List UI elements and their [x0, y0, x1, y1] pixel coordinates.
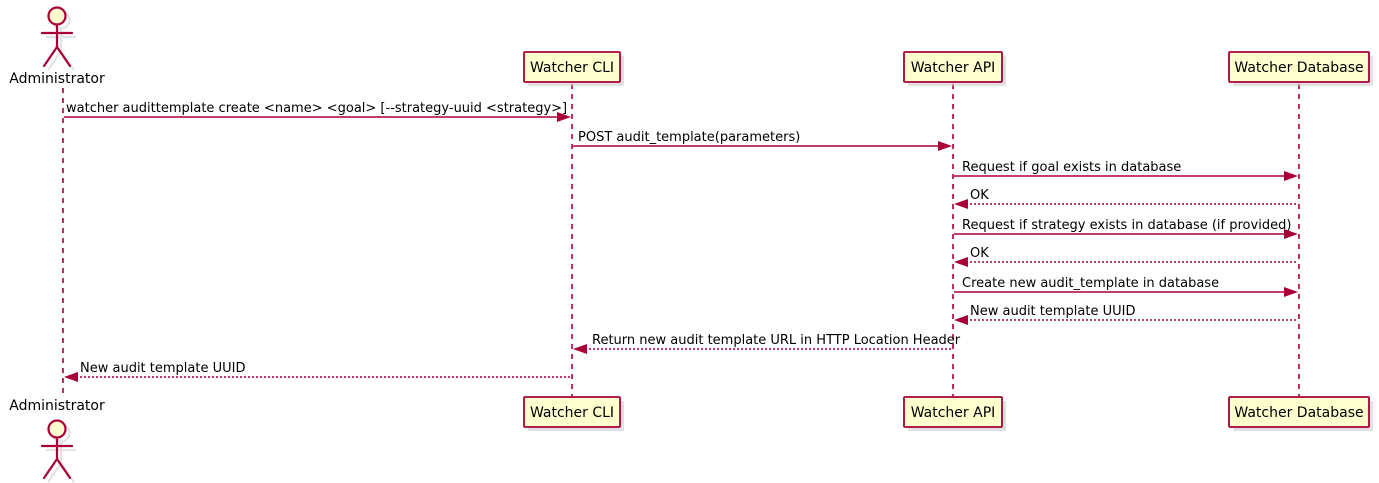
actor-label-bottom: Administrator	[9, 398, 105, 414]
message-label-1: watcher audittemplate create <name> <goa…	[66, 101, 567, 116]
participant-label-cli-top: Watcher CLI	[530, 60, 614, 76]
participant-label-db-bottom: Watcher Database	[1234, 405, 1363, 421]
message-label-3: Request if goal exists in database	[962, 160, 1181, 175]
message-8[interactable]: New audit template UUID	[954, 304, 1298, 325]
participant-box-db-top[interactable]: Watcher Database	[1228, 51, 1373, 86]
actor-leg-left	[42, 45, 59, 68]
message-7[interactable]: Create new audit_template in database	[954, 276, 1298, 297]
participant-label-cli-bottom: Watcher CLI	[530, 405, 614, 421]
message-label-4: OK	[970, 188, 989, 203]
message-label-2: POST audit_template(parameters)	[578, 130, 800, 145]
message-3[interactable]: Request if goal exists in database	[954, 160, 1298, 181]
participant-label-db-top: Watcher Database	[1234, 60, 1363, 76]
actor-administrator-top: Administrator	[9, 6, 105, 87]
actor-leg-right-bottom	[55, 457, 72, 480]
message-label-6: OK	[970, 246, 989, 261]
participant-box-cli-top[interactable]: Watcher CLI	[523, 51, 624, 86]
participant-box-api-top[interactable]: Watcher API	[903, 51, 1006, 86]
message-6[interactable]: OK	[954, 246, 1298, 267]
actor-head-icon	[47, 6, 67, 26]
message-label-8: New audit template UUID	[970, 304, 1135, 319]
message-5[interactable]: Request if strategy exists in database (…	[954, 218, 1298, 239]
message-2[interactable]: POST audit_template(parameters)	[573, 130, 952, 151]
participant-label-api-bottom: Watcher API	[911, 405, 996, 421]
participant-box-api-bottom[interactable]: Watcher API	[903, 396, 1006, 431]
actor-leg-right	[55, 45, 72, 68]
message-4[interactable]: OK	[954, 188, 1298, 209]
participant-label-api-top: Watcher API	[911, 60, 996, 76]
message-label-9: Return new audit template URL in HTTP Lo…	[592, 333, 961, 348]
participant-box-db-bottom[interactable]: Watcher Database	[1228, 396, 1373, 431]
actor-head-icon-bottom	[47, 419, 67, 439]
message-label-10: New audit template UUID	[80, 361, 245, 376]
message-10[interactable]: New audit template UUID	[64, 361, 571, 382]
message-label-5: Request if strategy exists in database (…	[962, 218, 1291, 233]
lifelines	[62, 84, 1300, 396]
actor-leg-left-bottom	[42, 457, 59, 480]
participant-box-cli-bottom[interactable]: Watcher CLI	[523, 396, 624, 431]
actor-administrator-bottom: Administrator	[9, 398, 105, 483]
actor-label-top: Administrator	[9, 71, 105, 87]
message-1[interactable]: watcher audittemplate create <name> <goa…	[64, 101, 571, 122]
message-label-7: Create new audit_template in database	[962, 276, 1219, 291]
message-9[interactable]: Return new audit template URL in HTTP Lo…	[573, 333, 961, 354]
